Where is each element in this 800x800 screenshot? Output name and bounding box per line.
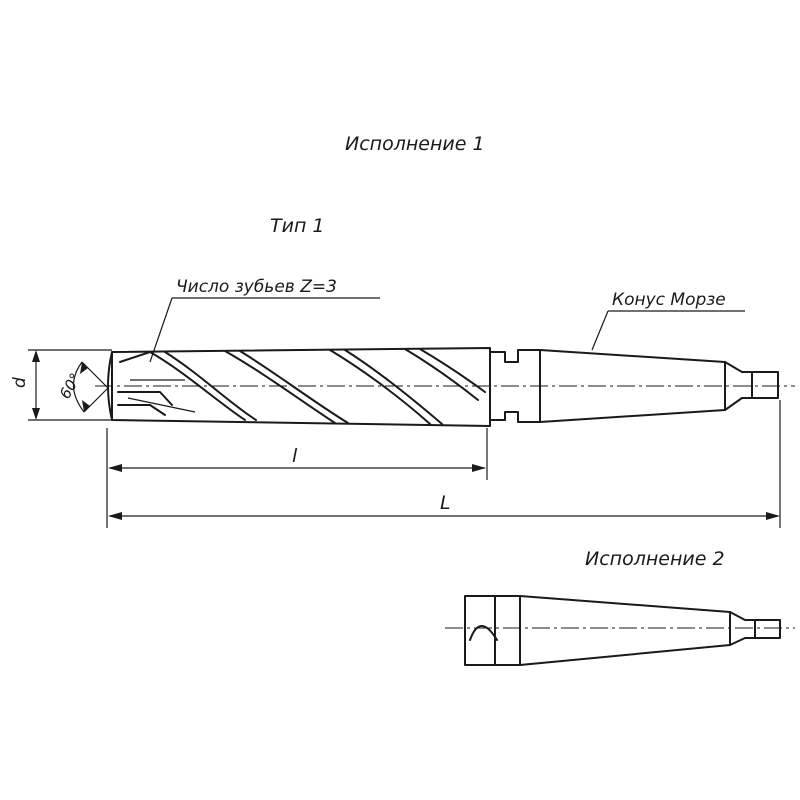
dimension-total-length: L xyxy=(108,400,781,528)
countersink-variant-1 xyxy=(95,347,795,427)
title-variant-2: Исполнение 2 xyxy=(585,548,725,570)
teeth-count-label: Число зубьев Z=3 xyxy=(176,277,337,297)
dimension-angle: 60° xyxy=(56,361,109,413)
neck xyxy=(489,349,541,423)
countersink-variant-2 xyxy=(445,595,795,666)
dimension-diameter: d xyxy=(10,349,112,421)
tang xyxy=(724,361,779,411)
variant-2-tang xyxy=(729,611,781,646)
variant-2-head xyxy=(464,595,521,666)
morse-taper-shank xyxy=(539,349,726,423)
helical-flutes xyxy=(117,348,486,425)
title-type-1: Тип 1 xyxy=(270,215,325,237)
teeth-count-callout: Число зубьев Z=3 xyxy=(149,277,380,363)
flute-length-label: l xyxy=(292,445,298,467)
variant-2-recess xyxy=(469,625,498,641)
morse-taper-callout: Конус Морзе xyxy=(591,290,745,351)
fluted-body-outline xyxy=(111,347,491,427)
total-length-label: L xyxy=(440,492,451,514)
dimension-flute-length: l xyxy=(106,428,488,528)
cutting-tip xyxy=(107,351,113,421)
title-variant-1: Исполнение 1 xyxy=(345,133,485,155)
variant-2-taper-shank xyxy=(519,595,731,666)
angle-label: 60° xyxy=(56,370,85,402)
morse-taper-label: Конус Морзе xyxy=(612,290,726,310)
diameter-label: d xyxy=(10,377,30,388)
